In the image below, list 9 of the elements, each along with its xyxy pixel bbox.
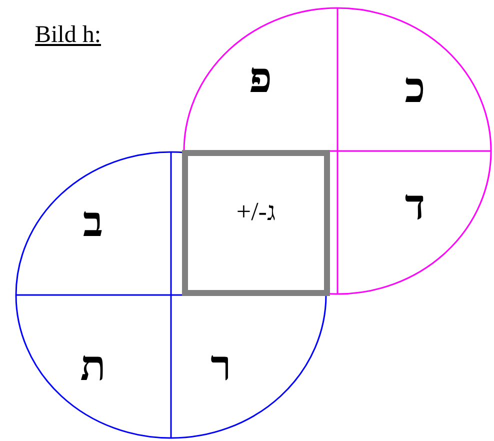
title: Bild h: [35, 22, 102, 49]
hebrew-letter: ב [82, 202, 104, 244]
hebrew-letter: ד [404, 185, 426, 227]
highlighted-square [182, 150, 330, 296]
hebrew-letter: כ [404, 68, 426, 110]
letter-label: +/-ג [236, 199, 276, 225]
hebrew-letter: פ [249, 58, 272, 100]
hebrew-letter: ת [80, 346, 106, 388]
hebrew-letter: ר [210, 346, 232, 388]
